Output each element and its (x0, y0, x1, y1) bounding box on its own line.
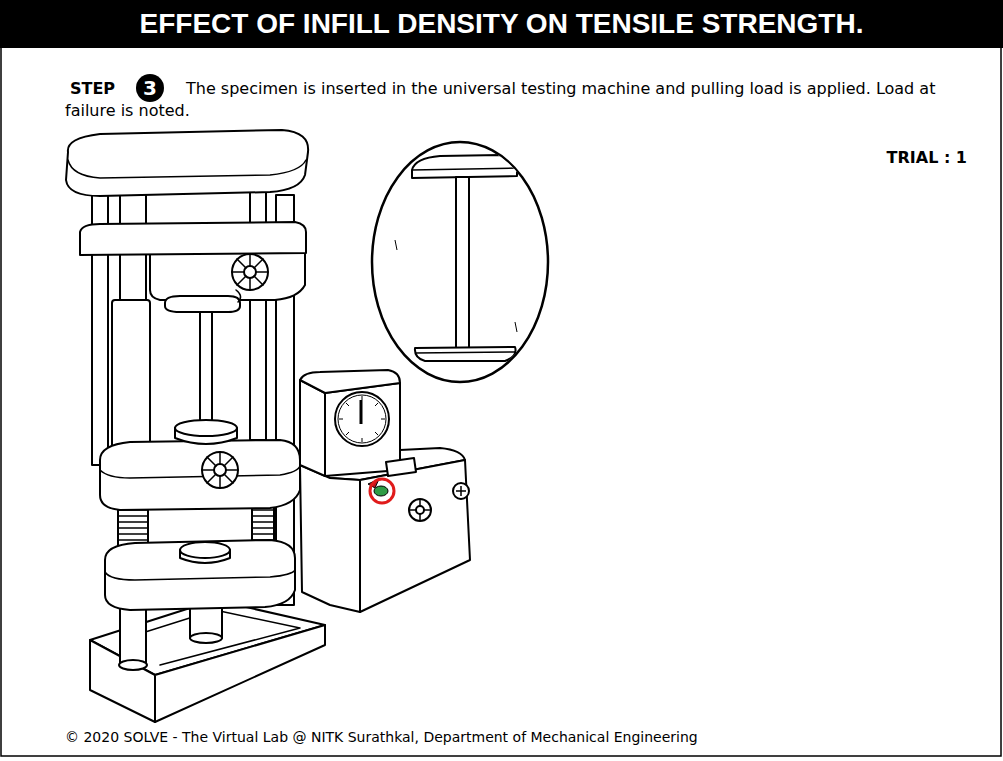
trial-number: TRIAL : 1 (887, 147, 967, 169)
copyright-footer: © 2020 SOLVE - The Virtual Lab @ NITK Su… (65, 728, 698, 746)
start-button (374, 486, 388, 496)
page-title: EFFECT OF INFILL DENSITY ON TENSILE STRE… (0, 0, 1003, 48)
title-bar (0, 0, 1003, 48)
step-number: 3 (143, 78, 157, 98)
highlight-ring (370, 479, 394, 503)
step-number-badge: 3 (136, 74, 164, 102)
step-label: STEP (70, 78, 115, 100)
testing-machine (66, 130, 325, 722)
control-cabinet (300, 370, 470, 612)
zoom-inset (372, 142, 548, 382)
step-instruction: The specimen is inserted in the universa… (65, 78, 987, 122)
